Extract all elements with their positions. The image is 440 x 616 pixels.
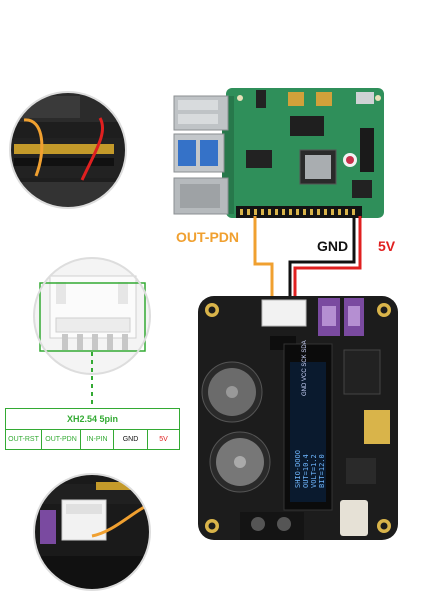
label-5v: 5V [378, 238, 395, 254]
raspberry-pi-board [174, 88, 384, 218]
callout-fan-connector [10, 92, 126, 208]
oled-header-text: GND VCC SCK SDA [302, 340, 308, 396]
pin-out-rst: OUT-RST [6, 430, 42, 449]
callout-xh-connector [34, 258, 150, 374]
oled-line: SHIO-DOOO [294, 450, 302, 488]
oled-line: OUT=10.4 [302, 454, 310, 488]
pinout-title: XH2.54 5pin [6, 409, 179, 430]
pin-out-pdn: OUT-PDN [42, 430, 81, 449]
pin-gnd: GND [114, 430, 148, 449]
pin-in-pin: IN-PIN [81, 430, 114, 449]
oled-line: BIT=12.0 [318, 454, 326, 488]
oled-line: VOLT=1.2 [310, 454, 318, 488]
driver-board [198, 296, 398, 540]
pin-5v: 5V [148, 430, 179, 449]
label-out-pdn: OUT-PDN [176, 229, 239, 245]
callout-board-connector [30, 474, 160, 592]
label-gnd: GND [317, 238, 348, 254]
connector-pinout-table: XH2.54 5pin OUT-RST OUT-PDN IN-PIN GND 5… [5, 408, 180, 450]
